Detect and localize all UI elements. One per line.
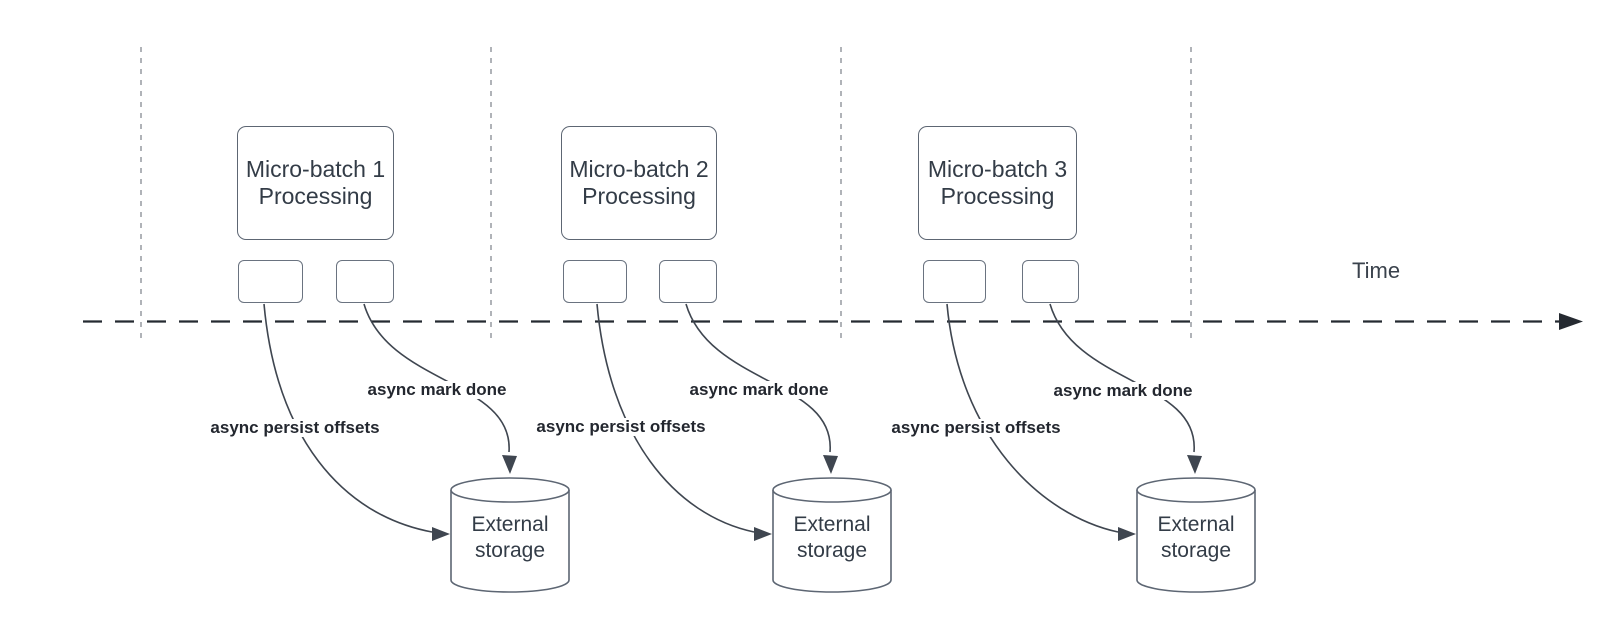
persist-offsets-arrowhead-icon-2: [754, 527, 772, 541]
async-task-box-mark-2: [659, 260, 717, 303]
external-storage-label-3-line1: External: [1157, 513, 1235, 536]
mark-done-label-1: async mark done: [364, 381, 510, 399]
storage-cylinder-3: [1136, 477, 1256, 593]
mark-done-arrow-3: [1049, 303, 1195, 453]
persist-offsets-arrowhead-icon-3: [1118, 527, 1136, 541]
external-storage-label-2-line1: External: [793, 513, 871, 536]
persist-offsets-label-3: async persist offsets: [888, 419, 1064, 437]
async-task-box-persist-3: [923, 260, 986, 303]
storage-cylinder-2: [772, 477, 892, 593]
micro-batch-3-title-line2: Processing: [940, 183, 1055, 209]
cylinder-body-3: [1136, 490, 1256, 593]
external-storage-label-2: External storage: [773, 512, 891, 564]
persist-offsets-arrow-3: [946, 303, 1119, 533]
cylinder-top-3: [1136, 477, 1256, 503]
micro-batch-2-box: Micro-batch 2 Processing: [561, 126, 717, 240]
persist-offsets-arrow-2: [596, 303, 755, 533]
external-storage-label-3-line2: storage: [1160, 539, 1232, 562]
persist-offsets-arrow-1: [263, 303, 433, 533]
micro-batch-1-title-line2: Processing: [258, 183, 373, 209]
mark-done-arrowhead-icon-1: [502, 455, 517, 474]
persist-offsets-label-1: async persist offsets: [207, 419, 383, 437]
time-axis-label: Time: [1352, 258, 1401, 283]
external-storage-label-3: External storage: [1137, 512, 1255, 564]
micro-batch-1-box: Micro-batch 1 Processing: [237, 126, 394, 240]
external-storage-label-1: External storage: [451, 512, 569, 564]
storage-cylinder-1: [450, 477, 570, 593]
mark-done-arrow-1: [363, 303, 510, 453]
async-task-box-persist-2: [563, 260, 627, 303]
async-task-box-persist-1: [238, 260, 303, 303]
micro-batch-2-title-line1: Micro-batch 2: [569, 156, 709, 182]
async-task-box-mark-1: [336, 260, 394, 303]
mark-done-arrowhead-icon-3: [1187, 455, 1202, 474]
async-task-box-mark-3: [1022, 260, 1079, 303]
micro-batch-2-title-line2: Processing: [582, 183, 696, 209]
cylinder-body-1: [450, 490, 570, 593]
micro-batch-3-box: Micro-batch 3 Processing: [918, 126, 1077, 240]
persist-offsets-label-2: async persist offsets: [533, 418, 709, 436]
external-storage-label-1-line1: External: [471, 513, 549, 536]
cylinder-top-2: [772, 477, 892, 503]
micro-batch-3-title-line1: Micro-batch 3: [927, 156, 1068, 182]
external-storage-label-2-line2: storage: [796, 539, 868, 562]
micro-batch-1-title-line1: Micro-batch 1: [245, 156, 386, 182]
external-storage-label-1-line2: storage: [474, 539, 546, 562]
mark-done-arrowhead-icon-2: [823, 455, 838, 474]
cylinder-body-2: [772, 490, 892, 593]
mark-done-label-2: async mark done: [686, 381, 832, 399]
persist-offsets-arrowhead-icon-1: [432, 527, 450, 541]
cylinder-top-1: [450, 477, 570, 503]
time-axis-arrowhead-icon: [1559, 313, 1583, 330]
mark-done-label-3: async mark done: [1050, 382, 1196, 400]
